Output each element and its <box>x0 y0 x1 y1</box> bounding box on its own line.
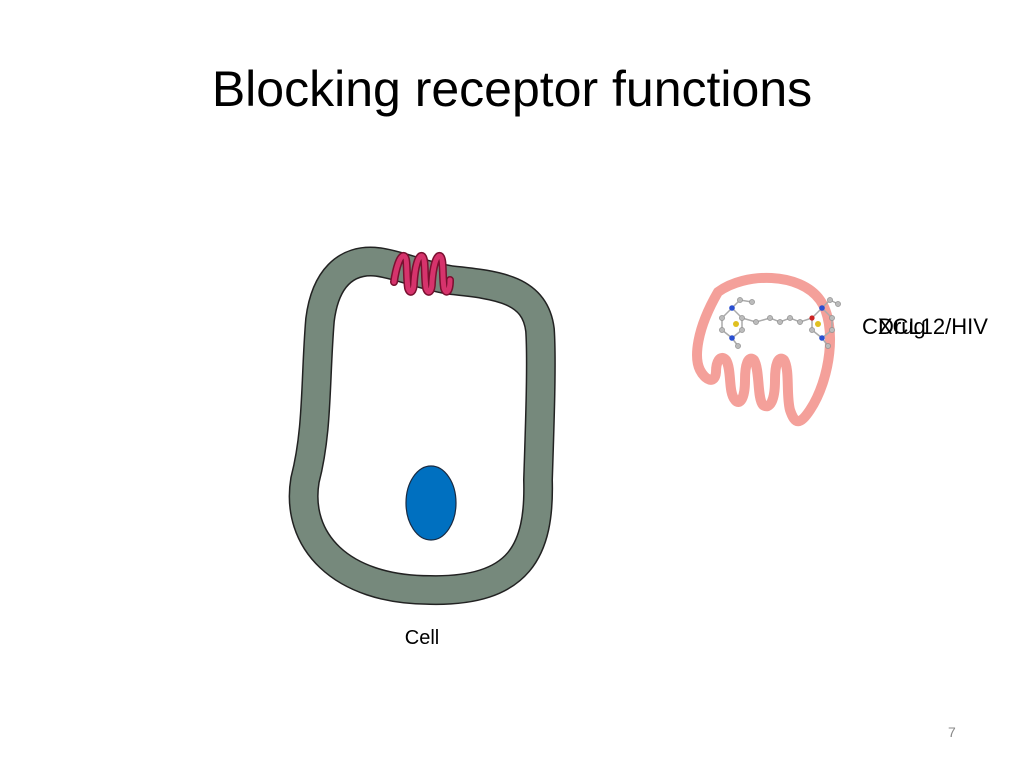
free-receptor <box>692 272 835 427</box>
cell-membrane-fill <box>290 248 555 604</box>
ball-and-stick-molecule-icon <box>719 297 841 349</box>
page-number: 7 <box>948 724 956 740</box>
ligand-label: CXCL12/HIV <box>862 314 988 339</box>
nucleus <box>405 465 457 541</box>
cell-receptor-inner <box>391 253 453 295</box>
slide-title: Blocking receptor functions <box>211 61 813 117</box>
drug-label: Drug <box>878 314 926 339</box>
cell-label: Cell <box>404 627 440 649</box>
cell-membrane <box>288 246 556 606</box>
